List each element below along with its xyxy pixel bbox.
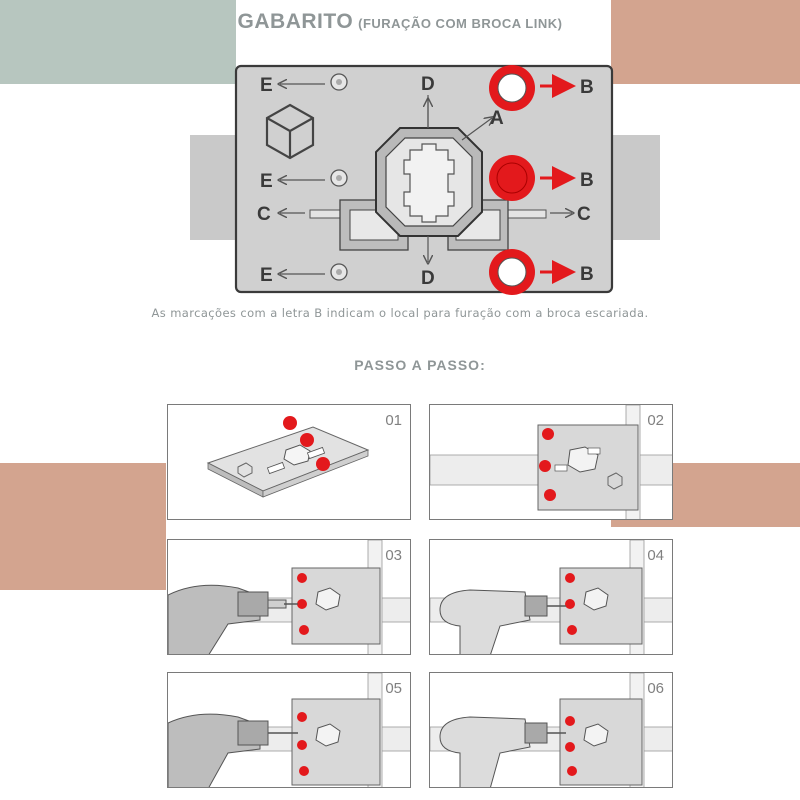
label-b-bottom: B [580,264,594,285]
label-d-top: D [421,74,435,95]
cube-logo-icon [265,103,315,160]
label-d-bottom: D [421,268,435,289]
label-b-middle: B [580,170,594,191]
step-panel-04: 04 [429,539,673,655]
step-number-01: 01 [385,412,402,429]
step-number-04: 04 [647,547,664,564]
steps-title: PASSO A PASSO: [354,357,486,373]
step-02-illustration [430,405,672,519]
step-05-illustration [168,673,410,787]
step-panel-02: 02 [429,404,673,520]
left-rail [190,135,240,240]
step-panel-05: 05 [167,672,411,788]
step-number-06: 06 [647,680,664,697]
red-hole-b-bottom [489,249,535,295]
step-03-illustration [168,540,410,654]
step-panel-03: 03 [167,539,411,655]
terracotta-band-top [611,0,800,84]
red-hole-b-middle [489,155,535,201]
step-number-02: 02 [647,412,664,429]
label-e-middle: E [260,171,273,192]
label-a: A [490,108,504,129]
step-panel-01: 01 [167,404,411,520]
step-number-05: 05 [385,680,402,697]
label-e-bottom: E [260,265,273,286]
terracotta-band-left [0,463,166,590]
step-04-illustration [430,540,672,654]
title-subtitle: (FURAÇÃO COM BROCA LINK) [358,16,563,31]
sage-band [0,0,236,84]
step-01-illustration [206,416,370,498]
page-title: GABARITO (FURAÇÃO COM BROCA LINK) [0,10,800,34]
diagram-caption: As marcações com a letra B indicam o loc… [151,306,649,320]
label-c-right: C [577,204,591,225]
template-diagram: E E E C C D D A B B B [190,64,660,295]
title-main: GABARITO [237,10,354,33]
right-rail [612,135,660,240]
label-e-top: E [260,75,273,96]
label-c-left: C [257,204,271,225]
label-b-top: B [580,77,594,98]
step-number-03: 03 [385,547,402,564]
red-hole-b-top [489,65,535,111]
step-06-illustration [430,673,672,787]
step-panel-06: 06 [429,672,673,788]
